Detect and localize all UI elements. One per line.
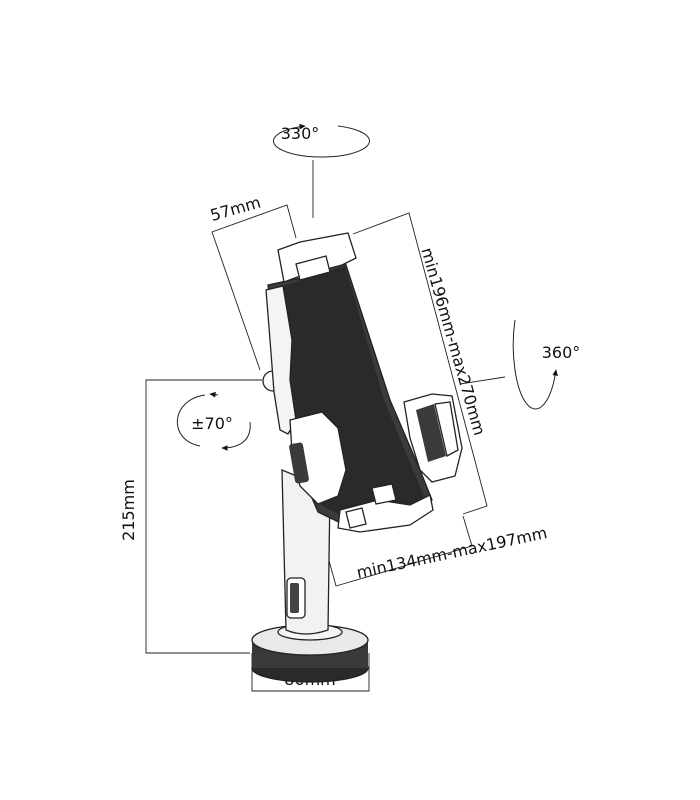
rotation-330-indicator: 330° xyxy=(273,123,370,218)
offset-dimension-line xyxy=(211,204,297,371)
rotation-360-arrow xyxy=(512,319,558,410)
height-label: 215mm xyxy=(119,479,138,541)
rotation-360-indicator: 360° xyxy=(459,319,581,410)
rotation-330-label: 330° xyxy=(281,124,320,143)
tilt-arc-left xyxy=(176,394,206,447)
tilt-arrow-bottom xyxy=(221,421,251,451)
height-dimension: 215mm xyxy=(119,379,262,654)
base-width-dimension-line xyxy=(251,653,370,692)
rotation-360-axis-line xyxy=(459,376,506,385)
holder-height-dimension-line xyxy=(352,212,488,515)
rotation-360-label: 360° xyxy=(542,343,581,362)
height-dimension-line xyxy=(145,379,262,654)
tablet-holder xyxy=(265,232,463,533)
offset-label: 57mm xyxy=(208,192,263,224)
stand-base xyxy=(251,623,369,683)
holder-width-label: min134mm-max197mm xyxy=(355,523,549,582)
tilt-label: ±70° xyxy=(191,414,233,433)
tilt-indicator: ±70° xyxy=(176,391,251,451)
tilt-arrow-top xyxy=(209,391,219,398)
rotation-330-arrow xyxy=(273,123,370,158)
